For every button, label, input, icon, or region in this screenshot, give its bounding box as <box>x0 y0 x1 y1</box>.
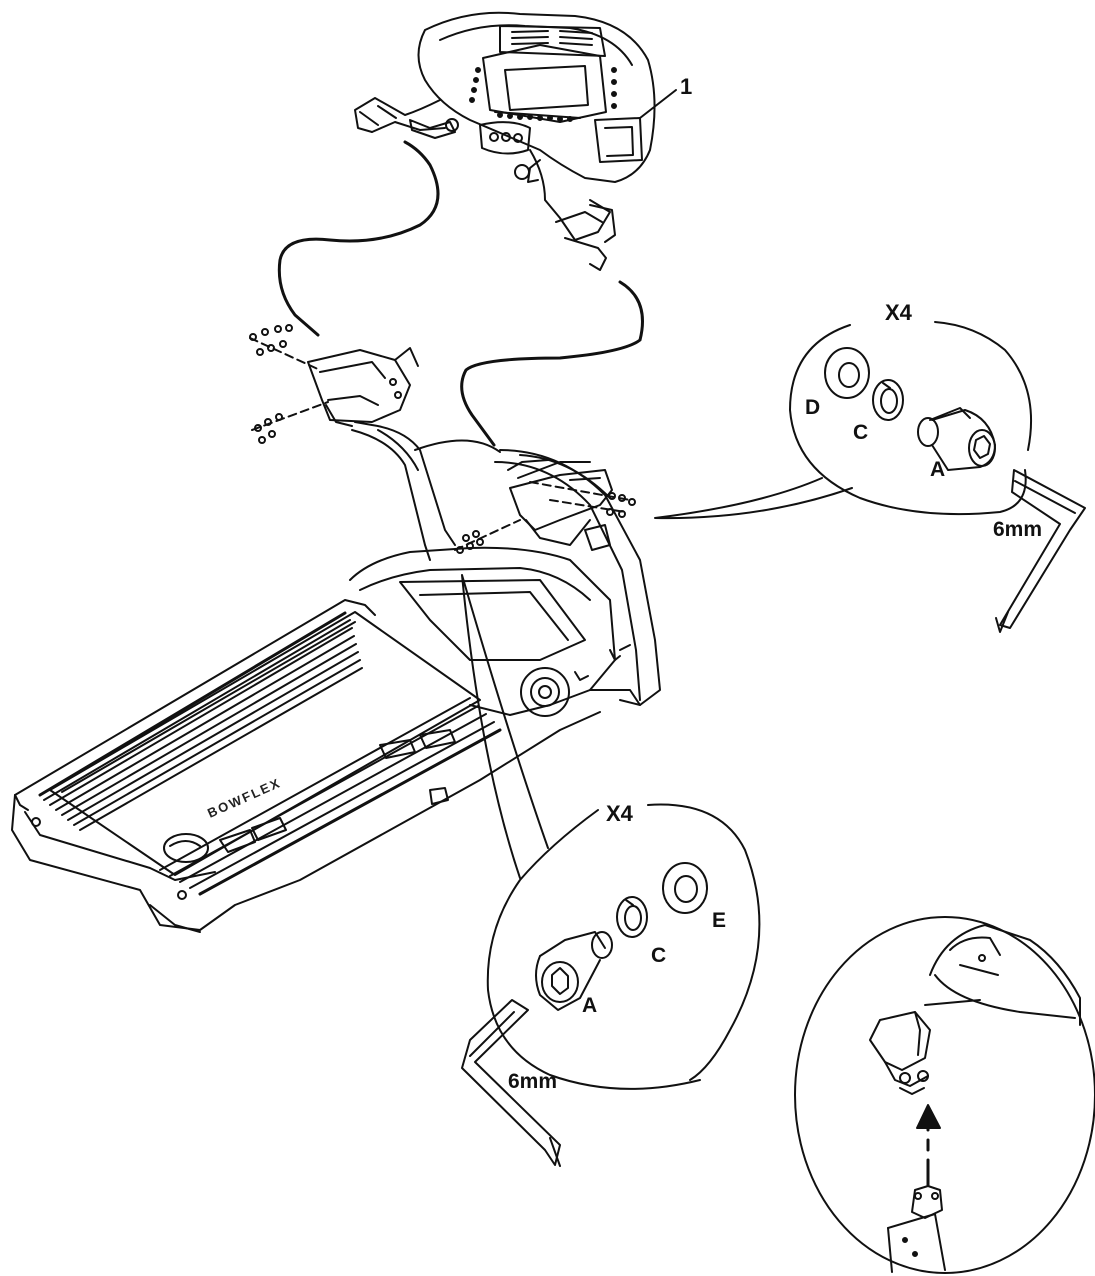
bolt-a-icon-lower <box>535 931 613 1011</box>
lower-tool-label: 6mm <box>508 1070 558 1093</box>
lower-part-e-label: E <box>712 909 727 932</box>
treadmill-uprights <box>351 421 661 706</box>
detail-bubble-lower <box>461 574 761 1167</box>
treadmill-deck <box>11 599 601 933</box>
hood-wheel <box>520 667 570 717</box>
lock-washer-c-icon <box>872 379 904 421</box>
console-display <box>482 44 607 123</box>
deck-logo-icon <box>163 833 209 863</box>
lower-part-a-label: A <box>582 994 598 1017</box>
upper-part-c-label: C <box>853 421 869 444</box>
washer-e-icon <box>662 862 708 914</box>
console-assembly <box>354 11 656 271</box>
inset-detail-circle <box>794 916 1095 1274</box>
callout-1-leader <box>639 89 677 119</box>
upper-tool-label: 6mm <box>993 518 1043 541</box>
upper-part-d-label: D <box>805 396 821 419</box>
hex-key-icon-lower <box>461 999 561 1166</box>
left-upright-bracket <box>307 347 419 427</box>
lower-quantity-label: X4 <box>606 801 633 826</box>
upper-quantity-label: X4 <box>885 300 912 325</box>
washer-d-icon <box>824 347 870 399</box>
right-bolt-hardware <box>454 481 636 554</box>
motor-hood <box>349 546 641 717</box>
lock-washer-c-icon-lower <box>616 896 648 938</box>
hex-key-icon <box>999 469 1086 629</box>
right-upright-bracket <box>507 459 613 546</box>
lower-part-c-label: C <box>651 944 667 967</box>
upper-part-a-label: A <box>930 458 946 481</box>
right-cable <box>460 280 644 447</box>
callout-number: 1 <box>680 74 693 99</box>
deck-brand-text: BOWFLEX <box>205 775 283 821</box>
detail-bubble-upper <box>654 321 1086 633</box>
left-cable <box>277 140 440 337</box>
left-bolt-hardware <box>249 324 329 444</box>
bolt-a-icon <box>917 407 996 471</box>
